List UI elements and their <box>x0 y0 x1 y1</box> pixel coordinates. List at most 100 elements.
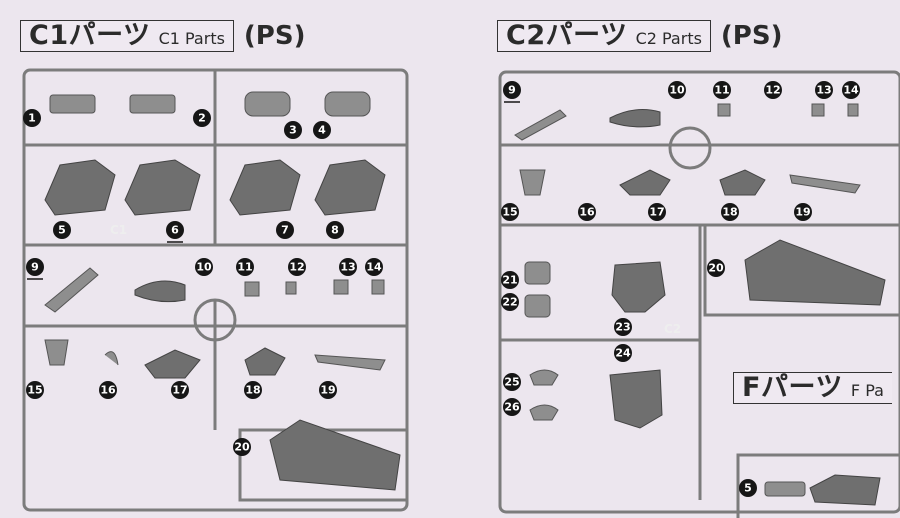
c2-number-marker <box>501 271 519 289</box>
c1-part <box>44 159 116 216</box>
c1-part <box>104 351 119 366</box>
c1-subtitle: C1 Parts <box>158 29 225 48</box>
c2-number-label: 11 <box>714 84 729 97</box>
c1-number-marker <box>26 258 44 276</box>
c1-part <box>134 280 186 303</box>
c2-part <box>717 103 731 117</box>
c1-header: C1パーツ C1 Parts (PS) <box>20 20 305 52</box>
f-runner-frame <box>736 453 900 518</box>
c1-number-marker <box>313 121 331 139</box>
c1-number-marker <box>53 221 71 239</box>
f-part <box>809 474 881 506</box>
c2-number-marker <box>707 259 725 277</box>
c2-number-marker <box>842 81 860 99</box>
c1-number-marker <box>26 381 44 399</box>
f-subtitle: F Pa <box>850 381 884 400</box>
c1-number-marker <box>236 258 254 276</box>
c1-part <box>269 419 401 491</box>
c2-part <box>529 369 559 386</box>
c1-number-label: 2 <box>198 112 206 125</box>
c2-number-label: 20 <box>708 262 724 275</box>
c1-title: C1パーツ <box>29 20 151 51</box>
c1-number-marker <box>339 258 357 276</box>
c1-number-label: 15 <box>27 384 42 397</box>
c2-number-label: 10 <box>669 84 685 97</box>
c1-part <box>44 339 69 366</box>
c2-part <box>619 169 671 196</box>
c1-number-marker <box>23 109 41 127</box>
c2-number-label: 9 <box>508 84 516 97</box>
c2-number-label: 22 <box>502 296 517 309</box>
c2-number-label: 12 <box>765 84 780 97</box>
c1-material: (PS) <box>243 21 306 51</box>
f-title-box: Fパーツ F Pa <box>733 372 892 404</box>
f-title: Fパーツ <box>742 372 843 403</box>
c2-number-label: 24 <box>615 347 631 360</box>
c1-number-marker <box>276 221 294 239</box>
c2-number-label: 21 <box>502 274 517 287</box>
c1-part <box>333 279 349 295</box>
c2-title-box: C2パーツ C2 Parts <box>497 20 711 52</box>
c1-part <box>129 94 176 114</box>
c2-number-marker <box>815 81 833 99</box>
c2-runner-outer <box>498 70 900 514</box>
c1-number-label: 19 <box>320 384 335 397</box>
c2-number-label: 13 <box>816 84 831 97</box>
c2-part <box>609 369 663 429</box>
c2-part <box>744 239 886 306</box>
c2-title: C2パーツ <box>506 20 628 51</box>
c1-part <box>244 281 260 297</box>
c1-number-marker <box>284 121 302 139</box>
f-header: Fパーツ F Pa <box>733 372 892 404</box>
c2-number-marker <box>794 203 812 221</box>
c2-number-label: 16 <box>579 206 595 219</box>
c2-runner: C2 <box>498 70 900 514</box>
c2-number-marker <box>501 293 519 311</box>
c1-number-label: 8 <box>331 224 339 237</box>
c2-number-marker <box>668 81 686 99</box>
c2-number-marker <box>578 203 596 221</box>
c2-header: C2パーツ C2 Parts (PS) <box>497 20 782 52</box>
c1-number-label: 7 <box>281 224 289 237</box>
c1-part <box>314 354 386 371</box>
c2-number-marker <box>614 318 632 336</box>
c1-part <box>371 279 385 295</box>
c1-number-marker <box>244 381 262 399</box>
c1-number-label: 3 <box>289 124 297 137</box>
c2-part <box>811 103 825 117</box>
c2-number-marker <box>503 81 521 99</box>
c1-number-label: 6 <box>171 224 179 237</box>
c1-number-label: 9 <box>31 261 39 274</box>
c2-part <box>519 169 546 196</box>
c2-number-marker <box>501 203 519 221</box>
c1-part <box>49 94 96 114</box>
c1-number-label: 5 <box>58 224 66 237</box>
c2-number-marker <box>648 203 666 221</box>
c1-number-marker <box>193 109 211 127</box>
f-runner <box>736 453 900 518</box>
c1-number-label: 13 <box>340 261 355 274</box>
c2-number-marker <box>614 344 632 362</box>
c1-number-marker <box>99 381 117 399</box>
c1-number-label: 14 <box>366 261 382 274</box>
c1-number-label: 10 <box>196 261 212 274</box>
c1-number-label: 18 <box>245 384 260 397</box>
c1-number-label: 16 <box>100 384 116 397</box>
c2-number-label: 25 <box>504 376 519 389</box>
c1-number-marker <box>365 258 383 276</box>
c1-number-marker <box>319 381 337 399</box>
c1-number-marker <box>195 258 213 276</box>
c1-part <box>285 281 297 295</box>
c2-part <box>719 169 766 196</box>
c2-number-marker <box>721 203 739 221</box>
c1-number-label: 17 <box>172 384 187 397</box>
c2-number-label: 26 <box>504 401 520 414</box>
c1-part <box>44 267 99 313</box>
c2-material: (PS) <box>720 21 783 51</box>
c1-number-marker <box>171 381 189 399</box>
c1-part <box>324 91 371 117</box>
c1-runner-tag: C1 <box>110 223 127 237</box>
